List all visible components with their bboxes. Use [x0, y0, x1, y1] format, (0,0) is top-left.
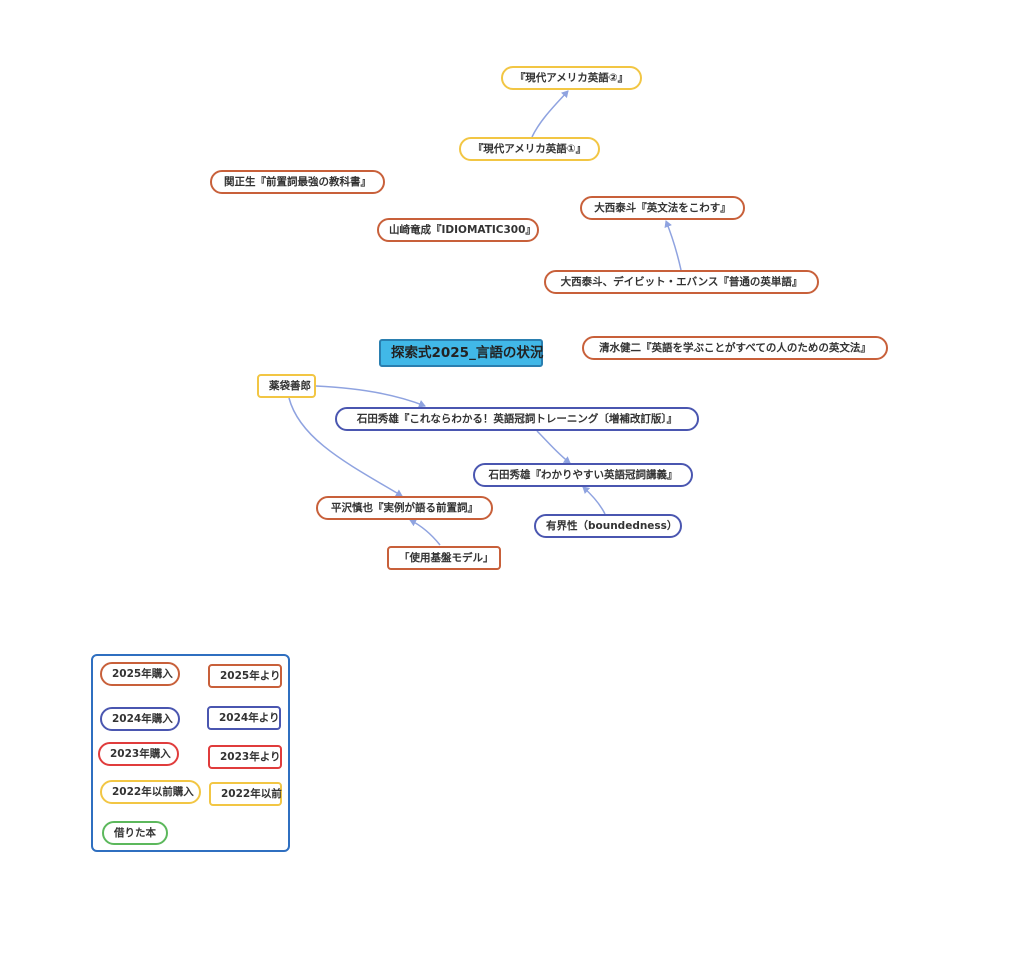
connector-futsu-to-bunpou: [664, 220, 682, 271]
node-ishida-wakariyasui[interactable]: 石田秀雄『わかりやすい英語冠詞講義』: [473, 463, 693, 487]
node-yakutai-yoshiro[interactable]: 薬袋善郎: [257, 374, 316, 398]
node-onishi-futsu-eitango[interactable]: 大西泰斗、デイビット・エバンス『普通の英単語』: [544, 270, 819, 294]
node-yamazaki-idiomatic[interactable]: 山崎竜成『IDIOMATIC300』: [377, 218, 539, 242]
legend-2023-from: 2023年より: [208, 745, 282, 769]
legend-borrowed: 借りた本: [102, 821, 168, 845]
legend-2024-from: 2024年より: [207, 706, 281, 730]
node-shiyou-kiban-model[interactable]: 「使用基盤モデル」: [387, 546, 501, 570]
legend-2025-purchased: 2025年購入: [100, 662, 180, 686]
connector-boundedness-to-wakari: [582, 486, 606, 515]
node-onishi-bunpou[interactable]: 大西泰斗『英文法をこわす』: [580, 196, 745, 220]
connector-ishida-kore-to-wakari: [536, 430, 571, 464]
node-boundedness[interactable]: 有界性（boundedness）: [534, 514, 682, 538]
root-topic[interactable]: 探索式2025_言語の状況: [379, 339, 543, 367]
node-gendai-america-1[interactable]: 『現代アメリカ英語①』: [459, 137, 600, 161]
node-seki-zenchishi[interactable]: 関正生『前置詞最強の教科書』: [210, 170, 385, 194]
connector-shiyou-to-hirasawa: [409, 519, 441, 546]
node-gendai-america-2[interactable]: 『現代アメリカ英語②』: [501, 66, 642, 90]
legend-2025-from: 2025年より: [208, 664, 282, 688]
connector-gendai1-to-gendai2: [531, 90, 569, 138]
legend-2022-purchased: 2022年以前購入: [100, 780, 201, 804]
legend-2023-purchased: 2023年購入: [98, 742, 179, 766]
node-ishida-kore-nara-wakaru[interactable]: 石田秀雄『これならわかる！英語冠詞トレーニング〔増補改訂版〕』: [335, 407, 699, 431]
connector-yakutai-to-ishida-kore: [315, 385, 426, 408]
legend-2022-before: 2022年以前: [209, 782, 282, 806]
legend-2024-purchased: 2024年購入: [100, 707, 180, 731]
node-hirasawa-jitsurei[interactable]: 平沢慎也『実例が語る前置詞』: [316, 496, 493, 520]
node-shimizu-eibunpou[interactable]: 清水健二『英語を学ぶことがすべての人のための英文法』: [582, 336, 888, 360]
